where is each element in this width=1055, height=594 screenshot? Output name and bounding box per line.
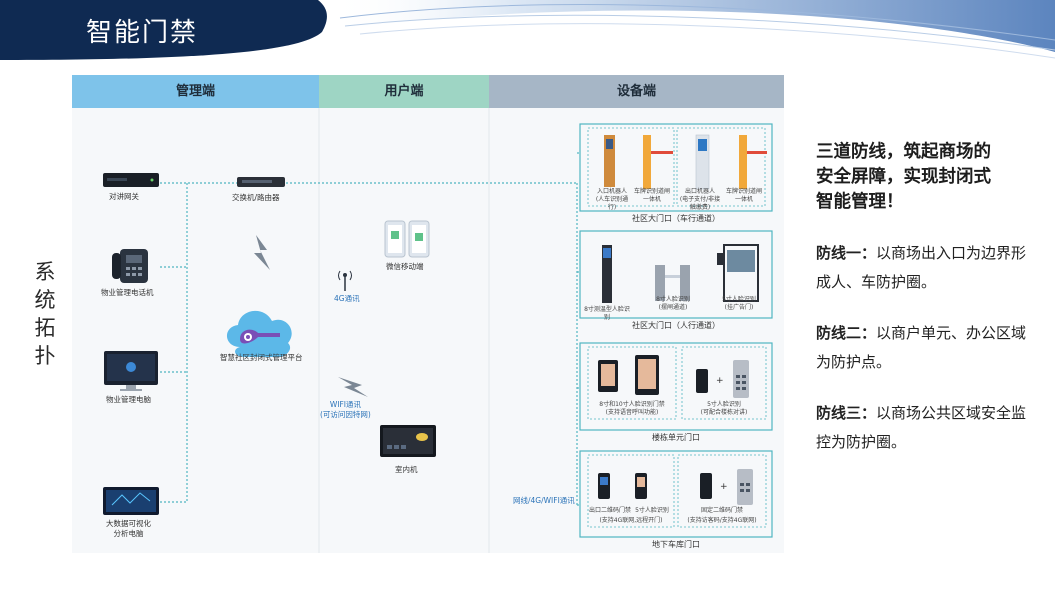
- indoor-unit-icon: [380, 425, 436, 457]
- topology-diagram: 管理端 用户端 设备端: [72, 75, 784, 553]
- phone-icon: [112, 249, 148, 283]
- defense-line-2: 防线二：以商户单元、办公区域为防护点。: [816, 324, 1027, 371]
- label-swing-face: 8寸人脸识别 (摆闸通道): [656, 296, 690, 311]
- label-barrier-2: 车牌识别道闸一体机: [726, 188, 763, 203]
- defense-summary: 三道防线，筑起商场的 安全屏障，实现封闭式 智能管理！ 防线一：以商场出入口为边…: [816, 140, 1031, 479]
- label-switch-router: 交换机/路由器: [232, 193, 280, 202]
- label-entry-robot: 入口机器人(人车识别通行): [595, 188, 629, 211]
- pedestrian-gate-devices: [602, 244, 759, 303]
- label-4g-comm: 4G通讯: [334, 294, 360, 303]
- side-label: 系 统 拓 扑: [30, 258, 60, 370]
- label-garage-face: 5寸人脸识别: [635, 507, 669, 514]
- mobile-phone-icon: [384, 220, 430, 258]
- router-icon: [237, 177, 285, 187]
- header-decoration: [0, 0, 1055, 60]
- side-label-char: 系: [34, 260, 56, 284]
- defense-line-3: 防线三：以商场公共区域安全监控为防护圈。: [816, 404, 1027, 451]
- label-intercom-gateway: 对讲网关: [109, 192, 139, 201]
- side-label-char: 统: [34, 288, 56, 312]
- caption-pedestrian-gate: 社区大门口（人行通道）: [632, 321, 720, 330]
- label-exit-qr: 出口二维码门禁: [588, 507, 631, 514]
- label-network-comm: 网线/4G/WIFI通讯: [513, 496, 575, 505]
- garage-devices: +: [598, 469, 753, 505]
- unit-door-devices: +: [598, 355, 749, 398]
- caption-unit-door: 楼栋单元门口: [652, 433, 700, 442]
- defense-line-1: 防线一：以商场出入口为边界形成人、车防护圈。: [816, 244, 1027, 291]
- label-bigdata-pc: 大数据可视化 分析电脑: [106, 519, 151, 538]
- wifi-signal-icon: [338, 377, 368, 397]
- label-exit-robot: 出口机器人(电子支付/非接触缴费): [679, 188, 721, 211]
- device-group-frames: [579, 123, 773, 538]
- side-label-char: 扑: [34, 344, 56, 368]
- label-property-phone: 物业管理电话机: [101, 288, 154, 297]
- label-platform: 智慧社区封闭式管理平台: [220, 353, 303, 362]
- side-label-char: 拓: [34, 316, 56, 340]
- label-garage-remote: (支持4G联网,远程开门): [599, 517, 663, 524]
- label-unit-face: 8寸和10寸人脸识别门禁 (支持语音呼叫功能): [599, 401, 665, 416]
- svg-text:+: +: [720, 482, 728, 492]
- bigdata-screen-icon: [103, 487, 159, 515]
- column-header-device: 设备端: [489, 75, 784, 108]
- cloud-icon: [226, 310, 292, 357]
- summary-headline: 三道防线，筑起商场的 安全屏障，实现封闭式 智能管理！: [816, 142, 991, 212]
- label-barrier-1: 车牌识别道闸一体机: [634, 188, 671, 203]
- label-wechat-mobile: 微信移动端: [386, 262, 424, 271]
- label-temp-face: 8寸测温型人脸识别: [584, 306, 630, 321]
- label-indoor-unit: 室内机: [395, 465, 418, 474]
- column-header-user: 用户端: [319, 75, 489, 108]
- label-fixed-qr-note: (支持访客码/支持4G联网): [687, 517, 757, 524]
- gateway-icon: [103, 173, 159, 187]
- connection-lines: [160, 152, 580, 506]
- label-unit-intercom: 5寸人脸识别 (可配合楼栋对讲): [700, 401, 748, 416]
- signal-icon: [254, 235, 270, 270]
- caption-garage: 地下车库门口: [652, 540, 700, 549]
- page-title: 智能门禁: [86, 18, 199, 48]
- label-ad-door-face: 5寸人脸识别 (挂广告门): [722, 296, 756, 311]
- column-header-admin: 管理端: [72, 75, 319, 108]
- diagram-graphics: + +: [103, 108, 773, 553]
- label-fixed-qr: 固定二维码门禁: [700, 507, 743, 514]
- label-property-pc: 物业管理电脑: [106, 395, 151, 404]
- caption-vehicle-gate: 社区大门口（车行通道）: [632, 214, 720, 223]
- monitor-icon: [104, 351, 158, 391]
- vehicle-gate-devices: [604, 134, 767, 190]
- header-banner: 智能门禁: [0, 0, 1055, 62]
- label-wifi-comm: WIFI通讯 (可访问因特网): [320, 400, 371, 419]
- svg-text:+: +: [716, 376, 724, 386]
- antenna-icon: [338, 270, 352, 291]
